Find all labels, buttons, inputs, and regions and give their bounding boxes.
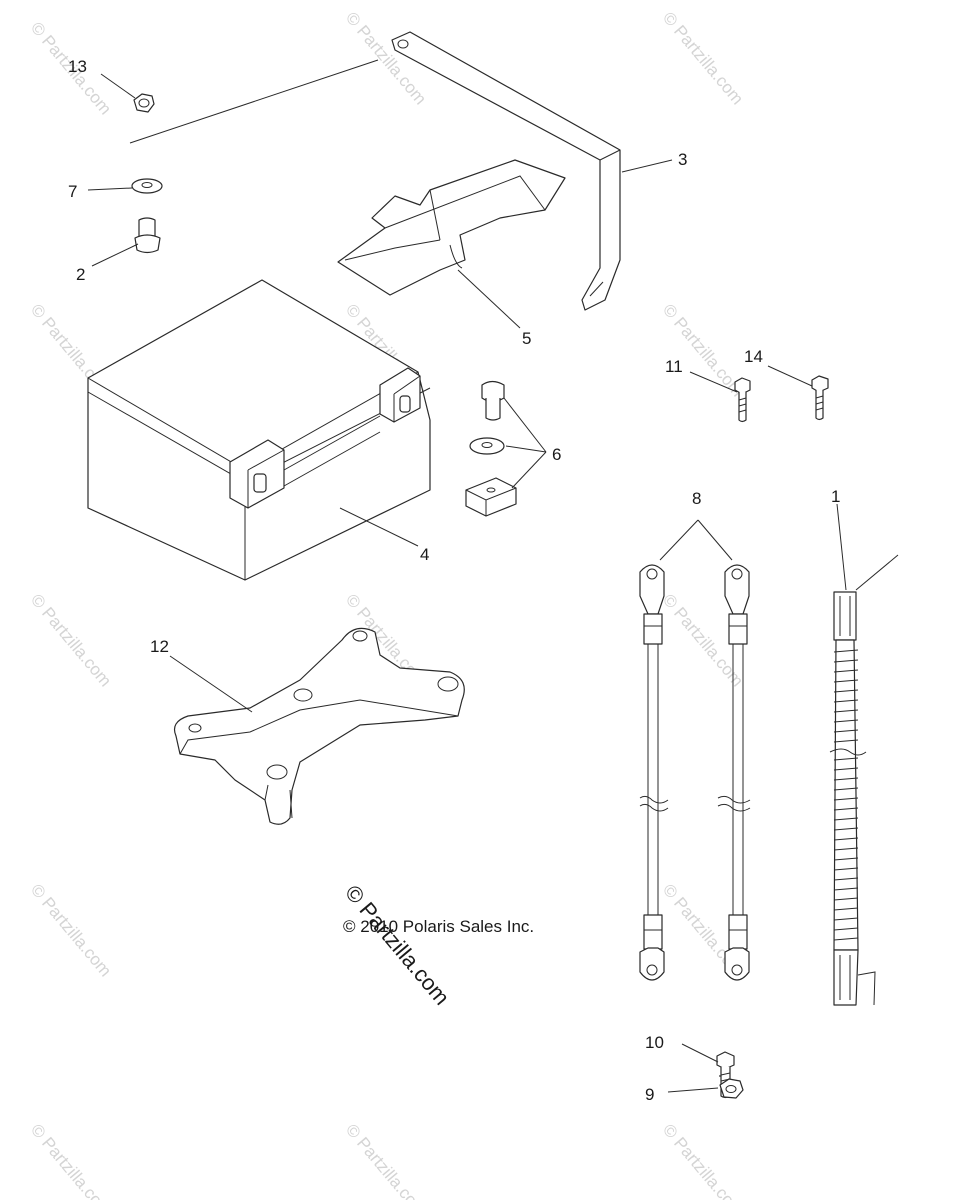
copyright-text: © 2010 Polaris Sales Inc.: [343, 917, 534, 936]
part-7-washer: [131, 178, 163, 194]
watermark: © Partzilla.com: [659, 8, 747, 108]
part-13-nut: [133, 93, 155, 113]
callout-1: 1: [831, 487, 840, 506]
callout-8: 8: [692, 489, 701, 508]
part-5-tray: [337, 159, 566, 296]
part-9-nut: [719, 1075, 744, 1099]
part-14-screw: [811, 375, 829, 421]
callout-2: 2: [76, 265, 85, 284]
leader-lines: [87, 73, 847, 1093]
watermark: © Partzilla.com: [342, 1120, 430, 1200]
watermark: © Partzilla.com: [659, 1120, 747, 1200]
callout-4: 4: [420, 545, 429, 564]
watermark: © Partzilla.com: [27, 880, 115, 980]
part-8-cable-right: [717, 564, 751, 981]
watermark: © Partzilla.com: [27, 1120, 115, 1200]
part-1-vent-tube: [829, 554, 899, 1006]
callout-3: 3: [678, 150, 687, 169]
watermark: © Partzilla.com: [659, 300, 747, 400]
callout-11: 11: [665, 357, 683, 376]
part-8-cable-left: [639, 564, 669, 981]
brand-watermark: © Partzilla.com: [340, 880, 454, 1010]
callout-9: 9: [645, 1085, 654, 1104]
callout-12: 12: [150, 637, 169, 656]
callout-13: 13: [68, 57, 87, 76]
callout-5: 5: [522, 329, 531, 348]
part-2-bolt: [134, 217, 161, 254]
callout-14: 14: [744, 347, 763, 366]
callout-10: 10: [645, 1033, 664, 1052]
part-11-screw: [734, 377, 751, 423]
watermark: © Partzilla.com: [27, 590, 115, 690]
callout-labels: 13 7 2 3 5 11 14 6 4 8 1 12 10 9: [68, 57, 840, 1104]
part-4-battery: [87, 279, 431, 581]
part-3-bracket: [391, 31, 621, 311]
part-12-mount-plate: [173, 627, 465, 825]
callout-6: 6: [552, 445, 561, 464]
part-6-terminal-hardware: [465, 380, 517, 517]
callout-7: 7: [68, 182, 77, 201]
